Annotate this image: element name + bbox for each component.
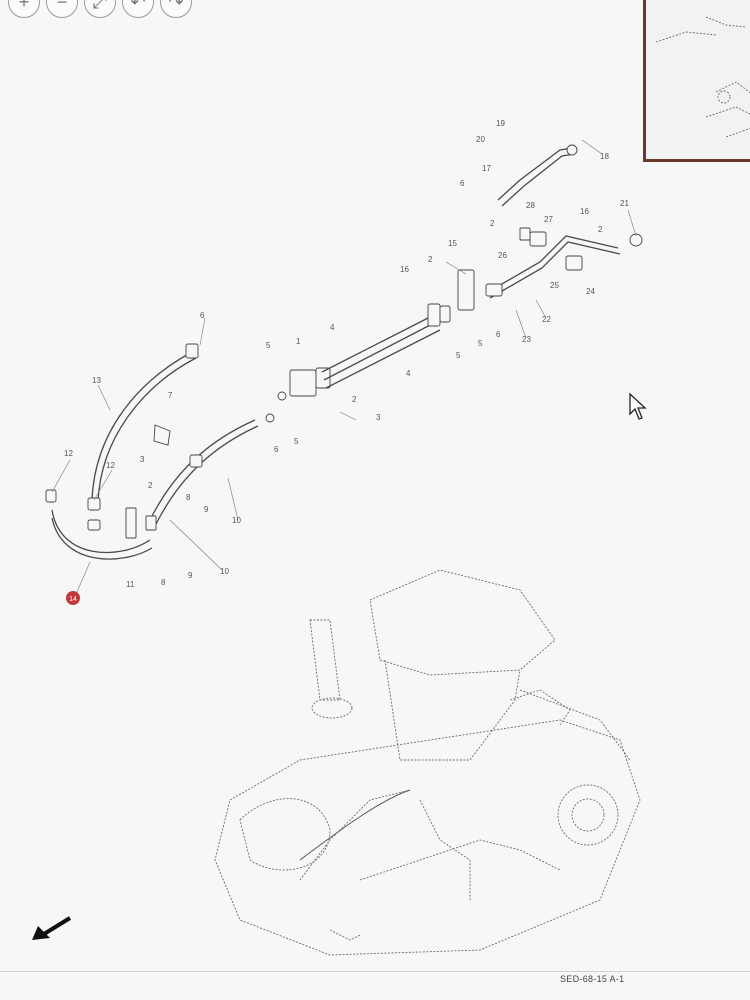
callout-25: 25	[550, 281, 559, 290]
callout-22: 22	[542, 315, 551, 324]
mouse-pointer-icon	[629, 392, 647, 420]
callout-6: 6	[200, 311, 205, 320]
callout-12: 12	[64, 449, 73, 458]
undo-button[interactable]: ↶	[122, 0, 154, 18]
callout-16: 16	[400, 265, 409, 274]
hose-assembly-left	[45, 343, 259, 560]
callout-2: 2	[148, 481, 153, 490]
callout-8b: 8	[161, 578, 166, 587]
callout-1: 1	[296, 337, 301, 346]
fit-to-screen-button[interactable]: ⤢	[84, 0, 116, 18]
callout-5b: 5	[294, 437, 299, 446]
callout-3: 3	[140, 455, 145, 464]
callout-labels: 6 13 7 12 12 3 2 8 9 10 11 8 9 10 5 1 4 …	[64, 119, 629, 589]
callout-15: 15	[448, 239, 457, 248]
callout-16b: 16	[580, 207, 589, 216]
callout-8: 8	[186, 493, 191, 502]
drawing-reference-code: SED-68-15 A-1	[560, 974, 625, 984]
callout-18: 18	[600, 152, 609, 161]
svg-text:14: 14	[69, 596, 77, 603]
callout-6d: 6	[460, 179, 465, 188]
callout-5c: 5	[456, 351, 461, 360]
callout-21: 21	[620, 199, 629, 208]
callout-23: 23	[522, 335, 531, 344]
callout-11: 11	[126, 580, 135, 589]
callout-6b: 6	[274, 445, 279, 454]
callout-2d: 2	[598, 225, 603, 234]
callout-26: 26	[498, 251, 507, 260]
back-arrow-icon[interactable]	[30, 914, 76, 944]
zoom-out-button[interactable]: −	[46, 0, 78, 18]
callout-7: 7	[168, 391, 173, 400]
callout-4: 4	[330, 323, 335, 332]
callout-4b: 4	[406, 369, 411, 378]
callout-3b: 3	[376, 413, 381, 422]
zoom-in-button[interactable]: +	[8, 0, 40, 18]
callout-14-selected[interactable]: 14	[66, 591, 80, 605]
fitting-assembly-right	[457, 144, 643, 311]
callout-2c: 2	[428, 255, 433, 264]
callout-2e: 2	[490, 219, 495, 228]
callout-19: 19	[496, 119, 505, 128]
callout-13: 13	[92, 376, 101, 385]
callout-5d: 5	[478, 339, 483, 348]
callout-12b: 12	[106, 461, 115, 470]
callout-24: 24	[586, 287, 595, 296]
callout-9: 9	[204, 505, 209, 514]
callout-9b: 9	[188, 571, 193, 580]
callout-5: 5	[266, 341, 271, 350]
callout-17: 17	[482, 164, 491, 173]
callout-10b: 10	[220, 567, 229, 576]
tube-assembly-middle	[265, 303, 451, 423]
callout-2b: 2	[352, 395, 357, 404]
callout-6c: 6	[496, 330, 501, 339]
tractor-overview-drawing	[214, 569, 641, 956]
redo-button[interactable]: ↷	[160, 0, 192, 18]
footer-divider	[0, 971, 750, 972]
callout-20: 20	[476, 135, 485, 144]
callout-27: 27	[544, 215, 553, 224]
viewer-toolbar: + − ⤢ ↶ ↷	[8, 0, 192, 18]
leader-lines	[51, 139, 637, 593]
overview-thumbnail[interactable]	[643, 0, 750, 162]
callout-10: 10	[232, 516, 241, 525]
callout-28: 28	[526, 201, 535, 210]
thumbnail-preview	[655, 16, 750, 138]
